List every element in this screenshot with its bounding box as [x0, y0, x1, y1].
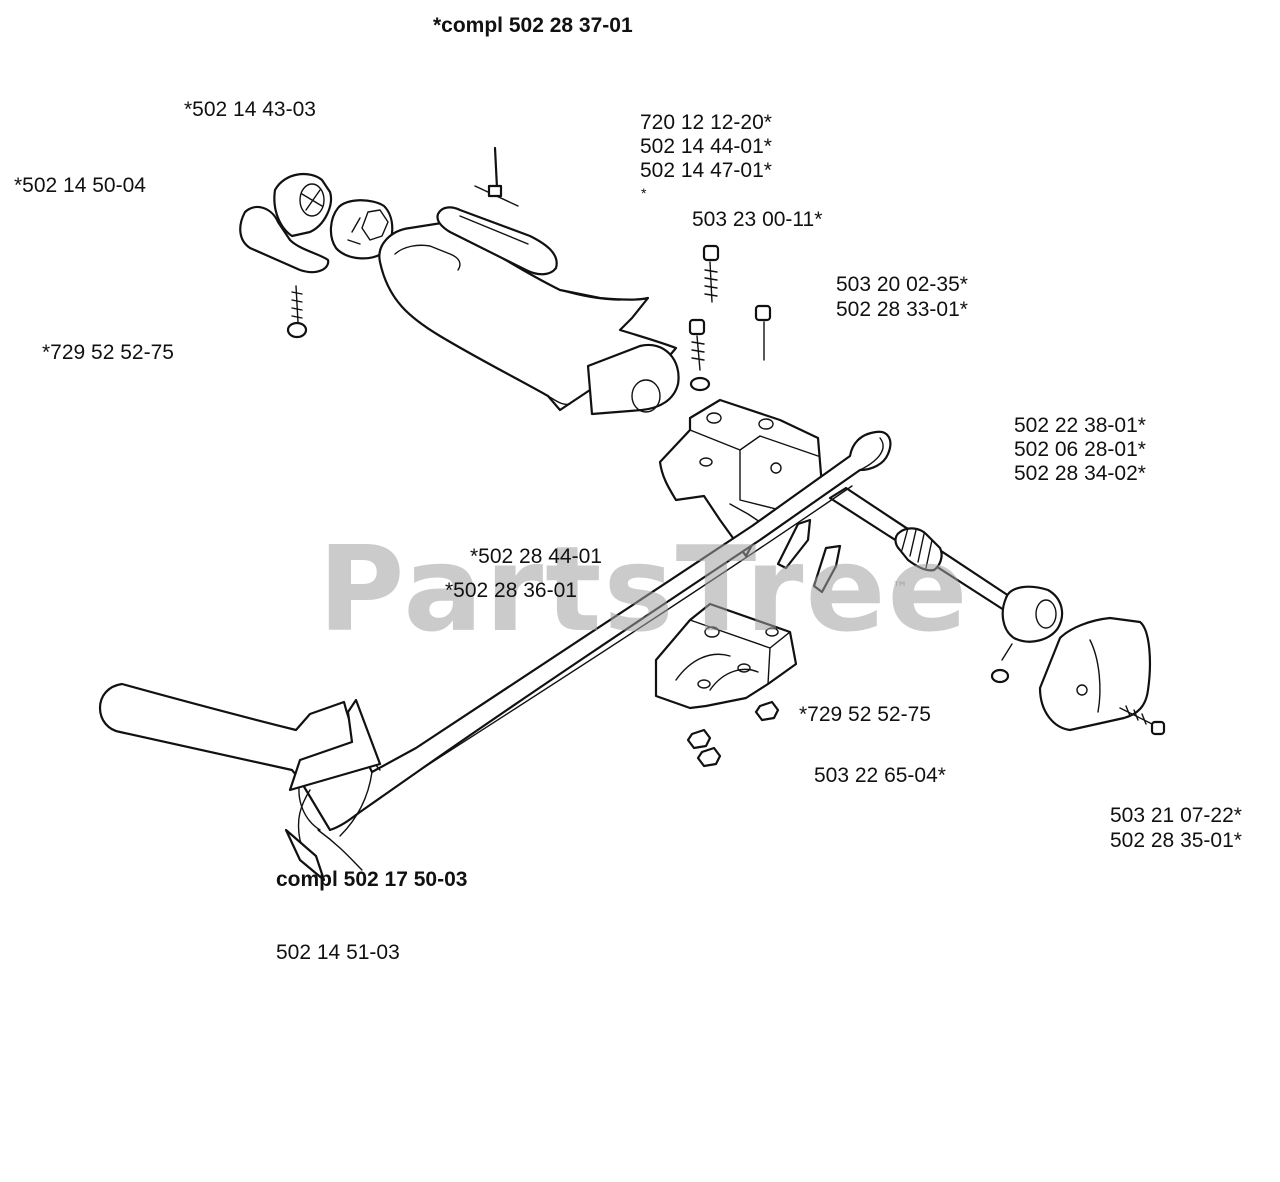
cover-plate-part: [1038, 616, 1166, 736]
part-label[interactable]: *502 14 43-03: [184, 98, 316, 121]
part-label[interactable]: *502 14 50-04: [14, 174, 146, 197]
part-label[interactable]: *729 52 52-75: [799, 703, 931, 726]
trademark-mark: ™: [892, 578, 908, 597]
part-label[interactable]: 503 20 02-35*: [836, 273, 968, 296]
part-label[interactable]: 502 14 47-01*: [640, 159, 772, 182]
assembly-label-top: *compl 502 28 37-01: [433, 14, 633, 37]
part-label[interactable]: 503 22 65-04*: [814, 764, 946, 787]
trigger-screw-part: [286, 285, 308, 339]
asterisk-mark: *: [641, 185, 647, 201]
watermark-logo: PartsTree: [318, 520, 970, 658]
handle-tube-end: [586, 343, 680, 416]
part-label[interactable]: *729 52 52-75: [42, 341, 174, 364]
part-label[interactable]: 503 23 00-11*: [692, 208, 823, 231]
bottom-tube-part: [98, 430, 892, 882]
part-label[interactable]: 502 14 51-03: [276, 941, 400, 964]
nuts-part: [686, 700, 780, 768]
part-label[interactable]: 720 12 12-20*: [640, 111, 772, 134]
mounting-bracket-part: [658, 398, 824, 558]
assembly-label-bottom: compl 502 17 50-03: [276, 868, 468, 891]
lower-clamp-part: [654, 602, 798, 710]
part-label[interactable]: 502 28 35-01*: [1110, 829, 1242, 852]
part-label[interactable]: 502 22 38-01*: [1014, 414, 1146, 437]
part-label[interactable]: 502 28 33-01*: [836, 298, 968, 321]
part-label[interactable]: 502 06 28-01*: [1014, 438, 1146, 461]
bracket-screws-part: [688, 244, 772, 392]
part-label[interactable]: 503 21 07-22*: [1110, 804, 1242, 827]
part-label[interactable]: *502 28 36-01: [445, 579, 577, 602]
pin-part: [474, 146, 519, 207]
throttle-lever-part: [436, 206, 558, 276]
part-label[interactable]: *502 28 44-01: [470, 545, 602, 568]
part-label[interactable]: 502 14 44-01*: [640, 135, 772, 158]
throttle-trigger-part: [239, 172, 333, 274]
connector-clips-part: [776, 518, 842, 594]
part-label[interactable]: 502 28 34-02*: [1014, 462, 1146, 485]
cable-end-knob-part: [990, 585, 1064, 684]
